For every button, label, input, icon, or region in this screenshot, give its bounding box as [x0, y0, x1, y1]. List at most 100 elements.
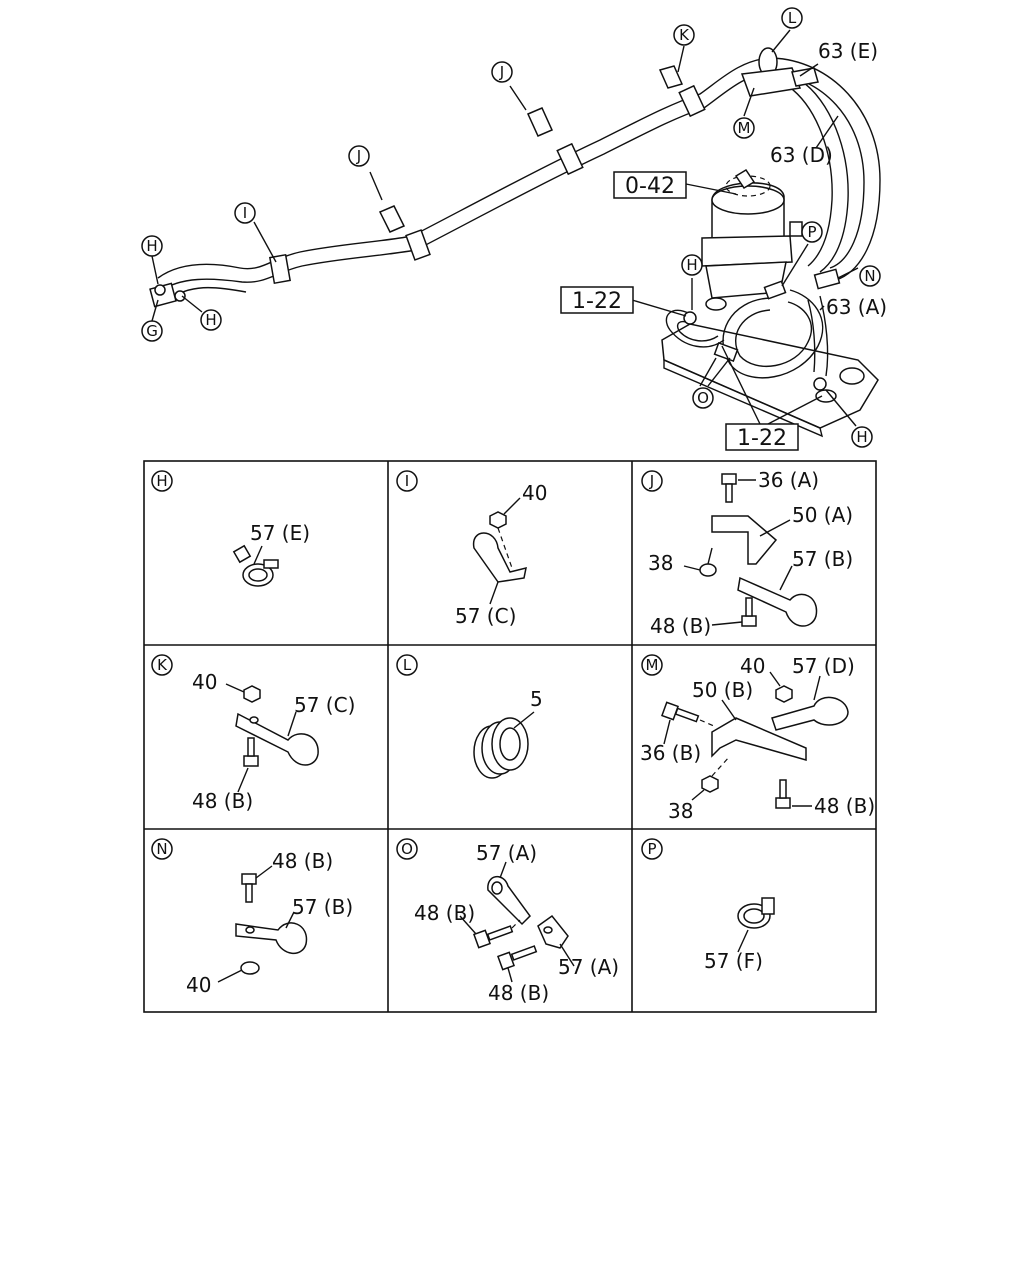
svg-text:38: 38 — [648, 551, 673, 575]
svg-text:K: K — [679, 26, 690, 44]
svg-text:I: I — [405, 472, 409, 490]
hose-loop-lower-outer — [722, 289, 824, 379]
svg-text:K: K — [157, 656, 168, 674]
grommet-5 — [473, 717, 529, 779]
svg-text:40: 40 — [740, 654, 765, 678]
clamp-j-left — [378, 205, 431, 261]
svg-text:H: H — [686, 256, 697, 274]
clamp-57a-bottom — [537, 914, 569, 949]
svg-text:H: H — [205, 311, 216, 329]
hose-63e-outer — [771, 57, 881, 281]
ref-box-0-42[interactable]: 0-42 — [613, 171, 687, 199]
hose-main-upper — [157, 57, 771, 279]
detail-panel-l: L 5 — [396, 654, 543, 779]
callout-p[interactable]: P — [801, 221, 823, 243]
clamp-57d — [771, 696, 849, 731]
svg-text:57 (B): 57 (B) — [292, 895, 353, 919]
svg-text:G: G — [146, 322, 158, 340]
clamp-i — [268, 253, 292, 285]
clamp-57c — [472, 532, 527, 583]
callout-j-1[interactable]: J — [348, 145, 370, 167]
svg-text:57 (C): 57 (C) — [455, 604, 516, 628]
detail-grid — [143, 460, 877, 1013]
clamp-h-right — [813, 377, 827, 391]
callout-l[interactable]: L — [781, 7, 803, 29]
detail-panel-j: J 36 (A) 50 (A) 38 57 (B) 48 (B) — [641, 468, 853, 638]
svg-text:O: O — [697, 389, 709, 407]
bolt-48b — [775, 779, 791, 809]
bracket-50b — [711, 717, 807, 761]
callout-m[interactable]: M — [733, 117, 755, 139]
ref-box-1-22-top[interactable]: 1-22 — [560, 286, 634, 314]
svg-text:50 (A): 50 (A) — [792, 503, 853, 527]
svg-text:P: P — [807, 223, 816, 241]
hose-clamp-57e — [232, 544, 279, 587]
callout-h-4[interactable]: H — [851, 426, 873, 448]
svg-text:57 (E): 57 (E) — [250, 521, 310, 545]
clamp-57b — [235, 922, 308, 954]
clamp-g — [149, 282, 186, 308]
svg-text:40: 40 — [522, 481, 547, 505]
nut-40 — [775, 685, 793, 703]
clamp-57c — [235, 712, 319, 766]
bolt-36b — [661, 701, 700, 723]
svg-text:48 (B): 48 (B) — [814, 794, 875, 818]
svg-text:L: L — [788, 9, 797, 27]
callout-h-3[interactable]: H — [681, 254, 703, 276]
callout-h-1[interactable]: H — [141, 235, 163, 257]
overview-callouts: H G H I J J K L M P H N O H — [141, 7, 881, 448]
svg-text:48 (B): 48 (B) — [650, 614, 711, 638]
clamp-o — [713, 341, 739, 363]
callout-o[interactable]: O — [692, 387, 714, 409]
svg-text:48 (B): 48 (B) — [488, 981, 549, 1005]
nut-40 — [243, 685, 261, 703]
nut-38 — [699, 563, 717, 577]
hose-63e-inner — [771, 73, 865, 269]
ref-box-1-22-bottom[interactable]: 1-22 — [725, 423, 799, 451]
callout-k[interactable]: K — [673, 24, 695, 46]
bolt-48b — [741, 597, 757, 627]
clamp-57b — [737, 576, 818, 627]
bracket-50a — [711, 515, 778, 565]
bracket-m — [740, 67, 819, 97]
bolt-48b — [241, 873, 257, 903]
svg-text:H: H — [856, 428, 867, 446]
callout-h-2[interactable]: H — [200, 309, 222, 331]
svg-text:57 (A): 57 (A) — [558, 955, 619, 979]
svg-text:I: I — [243, 204, 247, 222]
hose-63d-outer — [799, 79, 849, 273]
svg-text:40: 40 — [192, 670, 217, 694]
bolt-48b-upper — [473, 925, 514, 949]
svg-text:O: O — [401, 840, 413, 858]
callout-j-2[interactable]: J — [491, 61, 513, 83]
svg-text:J: J — [499, 63, 504, 81]
svg-text:J: J — [356, 147, 361, 165]
svg-text:1-22: 1-22 — [572, 289, 622, 314]
hose-1-22-left-inner — [676, 320, 719, 342]
svg-text:48 (B): 48 (B) — [414, 901, 475, 925]
clamp-57a-top — [487, 876, 531, 926]
svg-text:M: M — [738, 119, 751, 137]
svg-text:36 (B): 36 (B) — [640, 741, 701, 765]
svg-text:H: H — [156, 472, 167, 490]
detail-panel-h: H 57 (E) — [151, 470, 310, 587]
hose-63a-inner — [807, 299, 816, 373]
svg-text:57 (A): 57 (A) — [476, 841, 537, 865]
svg-text:57 (B): 57 (B) — [792, 547, 853, 571]
svg-text:L: L — [403, 656, 412, 674]
hose-63a — [819, 295, 829, 377]
callout-g[interactable]: G — [141, 320, 163, 342]
svg-text:N: N — [864, 267, 875, 285]
detail-panel-p: P 57 (F) — [641, 838, 775, 973]
svg-text:N: N — [156, 840, 167, 858]
svg-text:1-22: 1-22 — [737, 426, 787, 451]
nut-38 — [701, 775, 719, 793]
callout-i[interactable]: I — [234, 202, 256, 224]
clamp-p — [763, 280, 787, 300]
label-63a: 63 (A) — [826, 295, 887, 319]
svg-text:0-42: 0-42 — [625, 174, 675, 199]
callout-n[interactable]: N — [859, 265, 881, 287]
svg-text:48 (B): 48 (B) — [192, 789, 253, 813]
detail-panel-m: M 40 57 (D) 50 (B) 36 (B) 38 — [640, 654, 875, 823]
